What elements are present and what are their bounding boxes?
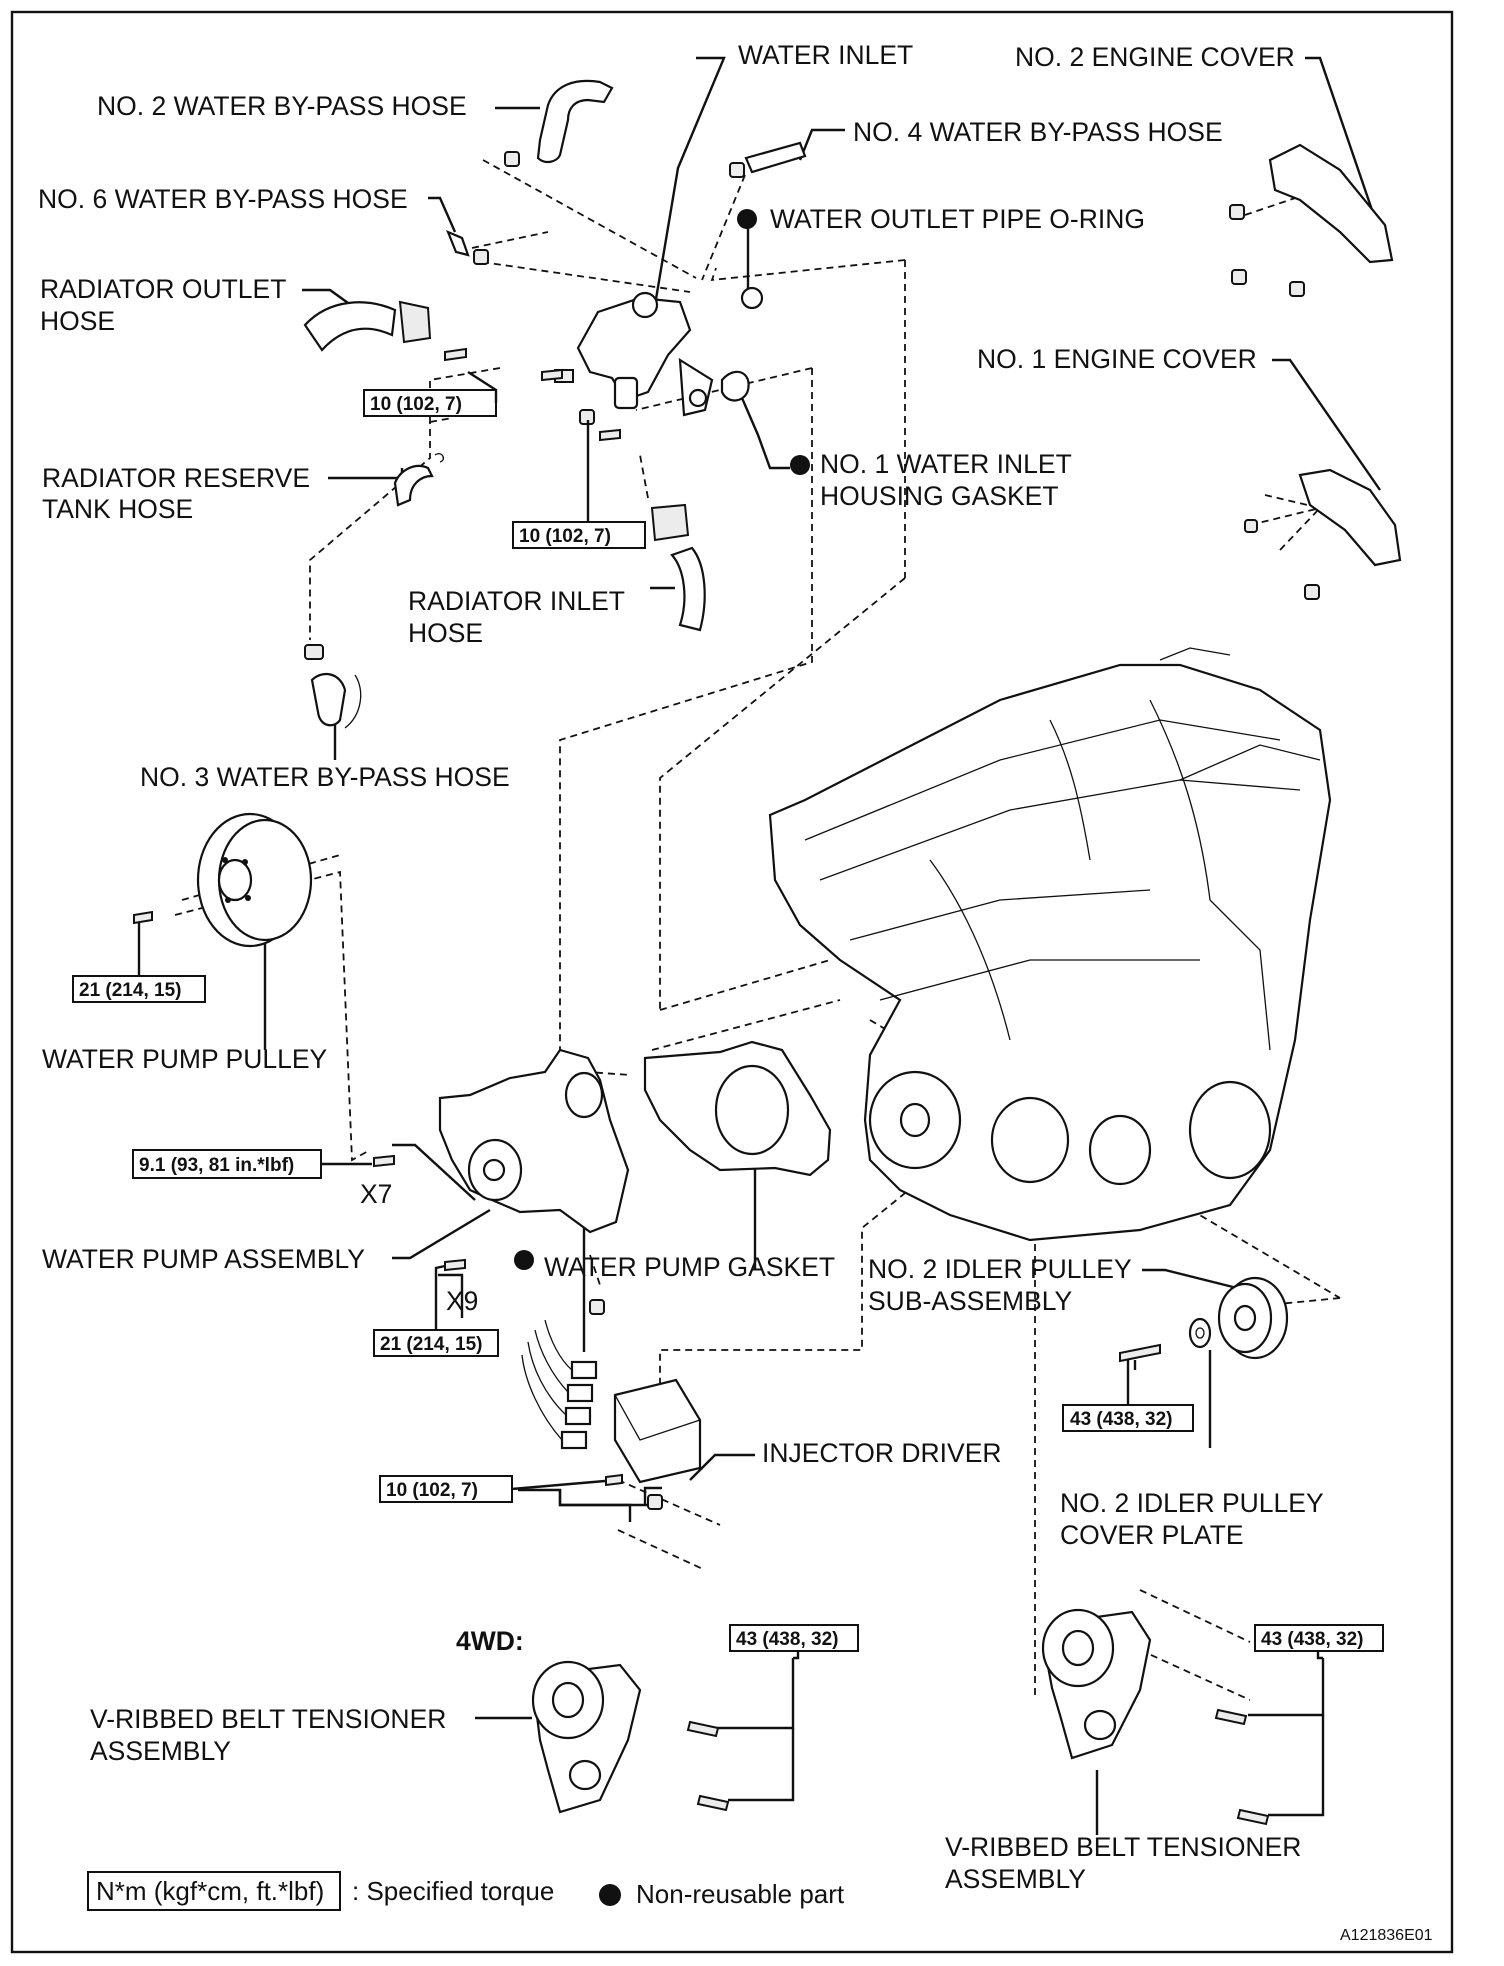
figure-frame — [10, 10, 1454, 1954]
water-inlet-housing — [554, 291, 714, 417]
torque-pump-x7: 9.1 (93, 81 in.*lbf) — [139, 1155, 294, 1176]
torque-pump-x9: 21 (214, 15) — [380, 1334, 482, 1355]
idler-bolt — [1119, 1343, 1161, 1363]
label-tensioner-right-2: ASSEMBLY — [945, 1864, 1086, 1894]
no4-bypass-hose — [729, 141, 807, 178]
reserve-clip — [434, 453, 444, 463]
radiator-inlet-hose — [650, 503, 706, 632]
label-4wd: 4WD: — [456, 1626, 524, 1656]
label-radiator-reserve-1: RADIATOR RESERVE — [42, 463, 310, 493]
label-no3-bypass-hose: NO. 3 WATER BY-PASS HOSE — [140, 762, 510, 792]
label-radiator-reserve-2: TANK HOSE — [42, 494, 193, 524]
nonreusable-dot-inlet-gasket — [790, 455, 810, 475]
label-no2-idler-1: NO. 2 IDLER PULLEY — [868, 1254, 1132, 1284]
label-radiator-outlet-2: HOSE — [40, 306, 115, 336]
label-tensioner-left-2: ASSEMBLY — [90, 1736, 231, 1766]
legend-nonreusable-text: Non-reusable part — [636, 1879, 845, 1909]
label-injector-driver: INJECTOR DRIVER — [762, 1438, 1002, 1468]
torque-boxes: 10 (102, 7) 10 (102, 7) 21 (214, 15) 9.1… — [72, 370, 1384, 1652]
label-no1-engine-cover: NO. 1 ENGINE COVER — [977, 344, 1257, 374]
label-x9: X9 — [446, 1286, 478, 1316]
torque-tensioner-right: 43 (438, 32) — [1261, 1629, 1363, 1650]
label-no2-idler-cover-1: NO. 2 IDLER PULLEY — [1060, 1488, 1324, 1518]
label-water-pump-assembly: WATER PUMP ASSEMBLY — [42, 1244, 365, 1274]
legend-torque-unit: N*m (kgf*cm, ft.*lbf) — [96, 1876, 324, 1906]
label-no2-engine-cover: NO. 2 ENGINE COVER — [1015, 42, 1295, 72]
label-water-inlet: WATER INLET — [738, 40, 913, 70]
nonreusable-dot-legend — [599, 1884, 621, 1906]
water-pump-pulley — [133, 812, 313, 948]
no3-bypass-hose — [304, 644, 362, 729]
water-outlet-oring — [740, 286, 764, 310]
label-no2-idler-cover-2: COVER PLATE — [1060, 1520, 1244, 1550]
legend: N*m (kgf*cm, ft.*lbf) : Specified torque… — [87, 1871, 845, 1911]
nonreusable-dot-oring — [737, 209, 757, 229]
torque-injector: 10 (102, 7) — [386, 1480, 478, 1501]
torque-inlet-bolt: 10 (102, 7) — [519, 526, 611, 547]
label-radiator-inlet-2: HOSE — [408, 618, 483, 648]
label-no1-inlet-gasket-2: HOUSING GASKET — [820, 481, 1059, 511]
label-water-pump-pulley: WATER PUMP PULLEY — [42, 1044, 328, 1074]
label-water-outlet-oring: WATER OUTLET PIPE O-RING — [770, 204, 1145, 234]
callout-labels: WATER INLET NO. 2 ENGINE COVER NO. 2 WAT… — [38, 40, 1324, 1894]
nonreusable-dot-pump-gasket — [514, 1250, 534, 1270]
label-radiator-outlet-1: RADIATOR OUTLET — [40, 274, 286, 304]
radiator-outlet-hose — [303, 300, 432, 352]
water-pump-assembly — [373, 1048, 630, 1272]
bolts-top — [444, 347, 621, 442]
no2-idler-cover-plate — [1188, 1317, 1212, 1349]
legend-torque-text: : Specified torque — [352, 1876, 554, 1906]
tensioner-right — [1041, 1608, 1270, 1826]
gasket-hole — [714, 1064, 790, 1156]
label-no6-bypass-hose: NO. 6 WATER BY-PASS HOSE — [38, 184, 408, 214]
label-radiator-inlet-1: RADIATOR INLET — [408, 586, 625, 616]
no2-bypass-hose — [504, 79, 614, 167]
engine-block — [768, 647, 1332, 1242]
no1-inlet-gasket — [720, 370, 750, 402]
torque-tensioner-left: 43 (438, 32) — [736, 1629, 838, 1650]
no2-engine-cover — [1229, 143, 1394, 297]
figure-id: A121836E01 — [1340, 1927, 1433, 1944]
label-tensioner-left-1: V-RIBBED BELT TENSIONER — [90, 1704, 446, 1734]
label-no2-idler-2: SUB-ASSEMBLY — [868, 1286, 1073, 1316]
label-no4-bypass-hose: NO. 4 WATER BY-PASS HOSE — [853, 117, 1223, 147]
no1-engine-cover — [1244, 468, 1402, 600]
label-tensioner-right-1: V-RIBBED BELT TENSIONER — [945, 1832, 1301, 1862]
torque-pulley: 21 (214, 15) — [79, 980, 181, 1001]
injector-driver — [521, 1299, 702, 1510]
radiator-reserve-hose — [393, 464, 434, 507]
torque-idler: 43 (438, 32) — [1070, 1409, 1172, 1430]
label-x7: X7 — [360, 1179, 392, 1209]
label-no1-inlet-gasket-1: NO. 1 WATER INLET — [820, 449, 1072, 479]
no2-idler-pulley — [1217, 1276, 1289, 1360]
label-water-pump-gasket: WATER PUMP GASKET — [544, 1252, 835, 1282]
torque-outlet-bolt: 10 (102, 7) — [370, 394, 462, 415]
label-no2-bypass-hose: NO. 2 WATER BY-PASS HOSE — [97, 91, 467, 121]
no6-bypass-hose — [445, 229, 489, 265]
tensioner-left — [531, 1660, 730, 1814]
